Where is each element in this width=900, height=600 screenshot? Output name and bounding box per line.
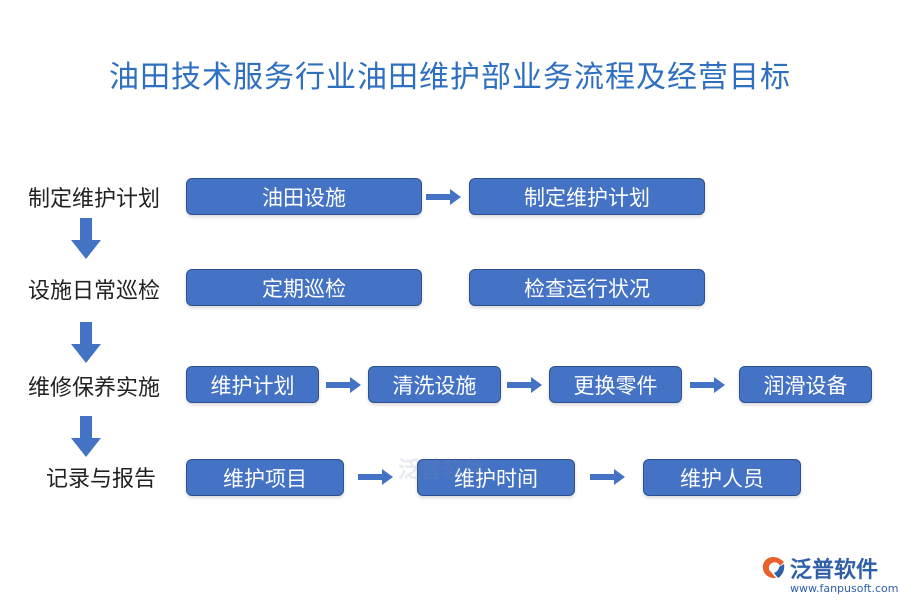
step-maintenance-time: 维护时间 (417, 459, 575, 496)
diagram-title: 油田技术服务行业油田维护部业务流程及经营目标 (109, 60, 791, 95)
step-oilfield-facilities: 油田设施 (186, 178, 422, 215)
down-arrow-2 (71, 322, 101, 363)
right-arrow (590, 469, 625, 485)
down-arrow-3 (71, 416, 101, 457)
logo-name: 泛普软件 (790, 558, 879, 583)
stage-label-report: 记录与报告 (46, 467, 157, 492)
stage-label-maintain: 维修保养实施 (28, 376, 161, 401)
right-arrow (690, 377, 725, 393)
step-replace-parts: 更换零件 (549, 366, 682, 403)
down-arrow-1 (71, 218, 101, 259)
logo-url: www.fanpusoft.com (790, 582, 899, 595)
brand-logo: 泛普软件 (760, 552, 878, 584)
step-maintenance-items: 维护项目 (186, 459, 344, 496)
right-arrow (326, 377, 361, 393)
right-arrow (507, 377, 542, 393)
step-lubricate-equipment: 润滑设备 (739, 366, 872, 403)
right-arrow (358, 469, 393, 485)
step-check-running-status: 检查运行状况 (469, 269, 705, 306)
logo-icon (762, 557, 785, 579)
stage-label-plan: 制定维护计划 (28, 187, 161, 212)
step-regular-inspection: 定期巡检 (186, 269, 422, 306)
step-maintenance-plan: 维护计划 (186, 366, 319, 403)
step-make-maintenance-plan: 制定维护计划 (469, 178, 705, 215)
step-maintenance-personnel: 维护人员 (643, 459, 801, 496)
watermark: 泛普软件 (398, 458, 487, 483)
right-arrow (426, 189, 461, 205)
stage-label-inspect: 设施日常巡检 (28, 279, 161, 304)
step-clean-facilities: 清洗设施 (368, 366, 501, 403)
